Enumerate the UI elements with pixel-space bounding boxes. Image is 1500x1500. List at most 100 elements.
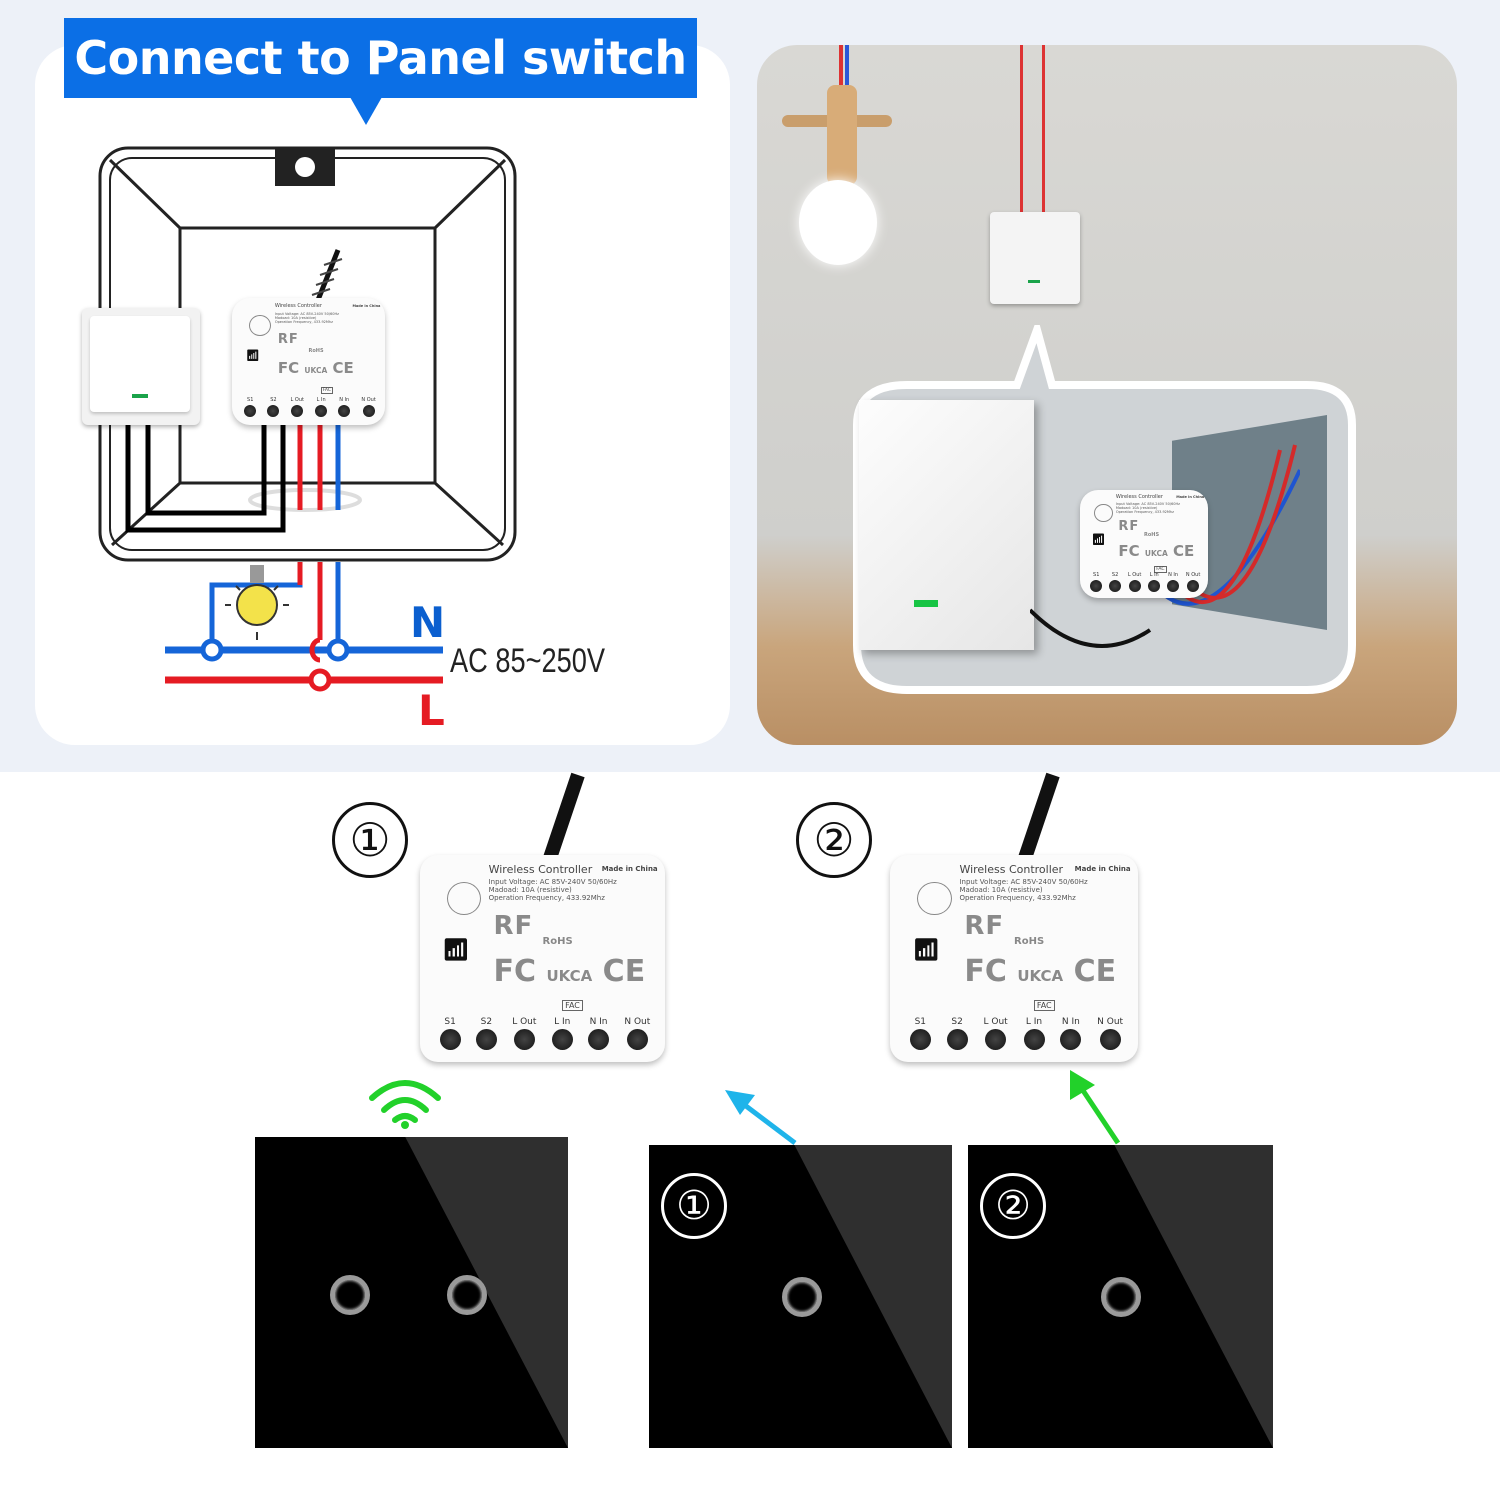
fac-label: FAC bbox=[562, 999, 583, 1011]
banner-pointer bbox=[350, 97, 382, 125]
voltage-label: AC 85~250V bbox=[450, 642, 606, 680]
rf-logo: RF bbox=[1118, 519, 1140, 535]
touch-button[interactable] bbox=[1101, 1277, 1141, 1317]
certification-logos: FC UKCA CE bbox=[1118, 542, 1194, 560]
screw-icon bbox=[439, 1028, 461, 1050]
terminal-label: L In bbox=[554, 1016, 571, 1027]
spec-load: Madoad: 10A (resistive) bbox=[1115, 505, 1158, 510]
certification-logos: FC UKCA CE bbox=[494, 954, 646, 989]
screw-icon bbox=[244, 405, 257, 418]
screw-icon bbox=[513, 1028, 535, 1050]
terminal-s2: S2 bbox=[1109, 572, 1122, 592]
screw-icon bbox=[946, 1028, 968, 1050]
terminal-n-out: N Out bbox=[624, 1017, 650, 1050]
ce-logo: CE bbox=[602, 954, 646, 990]
wifi-icon: 📶︎ bbox=[912, 937, 941, 963]
certification-logos: FC UKCA CE bbox=[278, 359, 354, 377]
arrow-to-controller-2-icon bbox=[1070, 1070, 1121, 1145]
terminal-label: N In bbox=[589, 1016, 608, 1027]
panel-marker-2: ② bbox=[980, 1173, 1046, 1239]
terminal-l-in: L In bbox=[1023, 1017, 1045, 1050]
wifi-icon: 📶︎ bbox=[442, 937, 470, 963]
antenna-icon bbox=[543, 772, 585, 860]
fc-logo: FC bbox=[277, 358, 300, 377]
fac-label: FAC bbox=[320, 386, 334, 394]
terminal-label: N In bbox=[1168, 571, 1179, 578]
terminal-label: N In bbox=[1061, 1016, 1080, 1027]
screw-icon bbox=[1187, 579, 1200, 592]
banner-title: Connect to Panel switch bbox=[64, 18, 697, 98]
touch-button[interactable] bbox=[782, 1277, 822, 1317]
neutral-label: N bbox=[410, 598, 446, 647]
screw-icon bbox=[588, 1028, 610, 1050]
rohs-logo: RoHS bbox=[308, 347, 324, 354]
touch-button-1[interactable] bbox=[330, 1275, 370, 1315]
screw-icon bbox=[338, 405, 351, 418]
rohs-logo: RoHS bbox=[1014, 935, 1045, 947]
terminal-block: S1 S2 L Out L In N In N Out bbox=[909, 1016, 1123, 1050]
installation-photo bbox=[757, 45, 1457, 745]
spec-frequency: Operation Frequency, 433.92Mhz bbox=[959, 893, 1076, 902]
terminal-l-out: L Out bbox=[983, 1017, 1008, 1050]
controller-title: Wireless Controller bbox=[274, 303, 322, 310]
terminal-label: N Out bbox=[1097, 1016, 1124, 1027]
wireless-controller-2: Wireless Controller Made in China Input … bbox=[890, 855, 1138, 1062]
terminal-s2: S2 bbox=[267, 397, 280, 418]
terminal-n-in: N In bbox=[338, 397, 351, 418]
wall-switch-photo bbox=[990, 212, 1080, 304]
wireless-controller-diagram: Wireless Controller Made in China Input … bbox=[232, 298, 385, 425]
spec-voltage: Input Voltage: AC 85V-240V 50/60Hz bbox=[1115, 501, 1180, 506]
terminal-label: S1 bbox=[1093, 571, 1100, 578]
spec-load: Madoad: 10A (resistive) bbox=[274, 315, 317, 320]
spec-voltage: Input Voltage: AC 85V-240V 50/60Hz bbox=[959, 877, 1088, 886]
terminal-label: L Out bbox=[290, 397, 304, 404]
arrow-to-controller-1-icon bbox=[725, 1090, 797, 1145]
pairing-button[interactable] bbox=[248, 314, 271, 336]
controller-origin: Made in China bbox=[1074, 865, 1131, 874]
spec-frequency: Operation Frequency, 433.92Mhz bbox=[488, 893, 605, 902]
fac-label: FAC bbox=[1033, 999, 1055, 1011]
terminal-label: S1 bbox=[444, 1016, 456, 1027]
screw-icon bbox=[362, 405, 375, 418]
pairing-button[interactable] bbox=[446, 881, 481, 915]
switch-indicator-led bbox=[132, 394, 148, 398]
spec-load: Madoad: 10A (resistive) bbox=[959, 885, 1043, 894]
light-bulb bbox=[799, 180, 877, 265]
wall-switch-closeup bbox=[859, 400, 1034, 650]
pairing-button[interactable] bbox=[917, 881, 952, 915]
touch-button-2[interactable] bbox=[447, 1275, 487, 1315]
wifi-icon: 📶︎ bbox=[1091, 533, 1106, 547]
screw-icon bbox=[909, 1028, 931, 1050]
wifi-signal-icon bbox=[369, 1080, 441, 1129]
rf-logo: RF bbox=[964, 910, 1005, 941]
terminal-label: N In bbox=[339, 397, 350, 404]
terminal-block: S1 S2 L Out L In N In N Out bbox=[1090, 572, 1200, 592]
terminal-block: S1 S2 L Out L In N In N Out bbox=[244, 397, 376, 418]
ukca-logo: UKCA bbox=[1144, 548, 1168, 558]
terminal-label: S2 bbox=[951, 1016, 963, 1027]
wifi-icon: 📶︎ bbox=[245, 348, 260, 362]
terminal-s1: S1 bbox=[244, 397, 257, 418]
pairing-button[interactable] bbox=[1094, 504, 1113, 523]
rohs-logo: RoHS bbox=[542, 935, 573, 947]
terminal-s1: S1 bbox=[909, 1017, 931, 1050]
rohs-logo: RoHS bbox=[1144, 532, 1160, 539]
terminal-n-out: N Out bbox=[1097, 1017, 1123, 1050]
terminal-l-in: L In bbox=[551, 1016, 573, 1050]
rf-logo: RF bbox=[277, 332, 299, 348]
antenna-icon bbox=[311, 249, 343, 301]
controller-origin: Made in China bbox=[1176, 495, 1205, 500]
controller-title: Wireless Controller bbox=[488, 863, 593, 877]
screw-icon bbox=[1099, 1028, 1121, 1050]
screw-icon bbox=[1148, 579, 1161, 592]
spec-voltage: Input Voltage: AC 85V-240V 50/60Hz bbox=[274, 311, 339, 316]
screw-icon bbox=[1090, 579, 1103, 592]
terminal-label: L Out bbox=[512, 1016, 537, 1027]
certification-logos: FC UKCA CE bbox=[964, 954, 1116, 989]
terminal-label: L In bbox=[1149, 571, 1159, 578]
live-label: L bbox=[418, 686, 445, 735]
terminal-n-in: N In bbox=[588, 1016, 610, 1050]
terminal-l-in: L In bbox=[1148, 571, 1161, 592]
